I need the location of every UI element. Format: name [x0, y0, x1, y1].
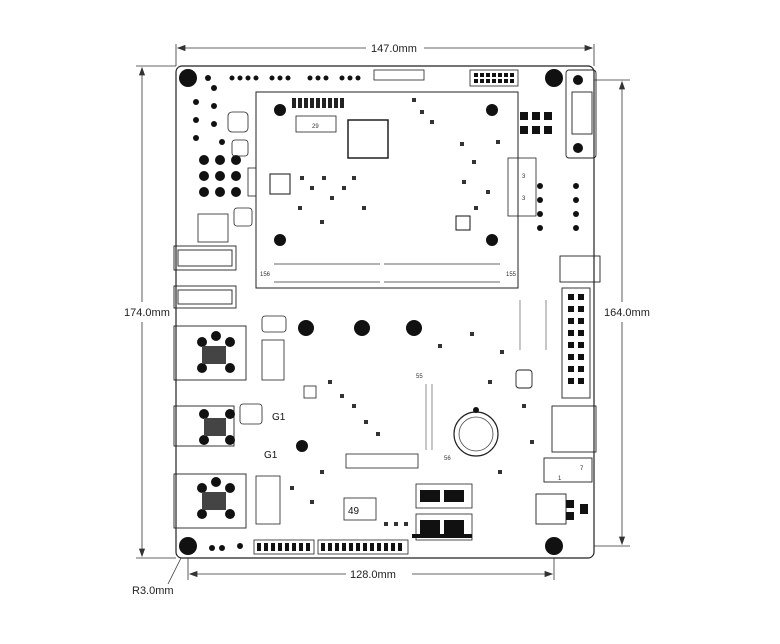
component-label-g1-lower: G1	[264, 450, 278, 461]
dimension-bottom	[187, 548, 555, 580]
dimension-bottom-label: 128.0mm	[350, 569, 396, 581]
component-label-g1-upper: G1	[272, 412, 286, 423]
vga-port	[173, 405, 235, 447]
io-connectors-left	[173, 245, 247, 529]
mounting-holes	[179, 69, 563, 555]
mounting-hole-top-left	[179, 69, 197, 87]
power-connector	[559, 255, 601, 283]
capacitors-middle	[298, 320, 422, 336]
pin-header-right	[561, 287, 591, 399]
component-label-1: 1	[558, 476, 562, 482]
component-label-49: 49	[348, 506, 360, 517]
rtc-battery	[453, 407, 499, 457]
lan-port-lower	[173, 473, 247, 529]
component-label-156: 156	[260, 272, 271, 278]
component-label-56: 56	[444, 456, 451, 462]
lan-port-upper	[173, 325, 247, 381]
mounting-hole-bottom-right	[545, 537, 563, 555]
mounting-hole-top-right	[545, 69, 563, 87]
com-module: 29 3 3 156 155	[255, 91, 537, 289]
usb-port-lower	[173, 285, 237, 309]
mounting-hole-bottom-left	[179, 537, 197, 555]
dimension-right-label: 164.0mm	[604, 307, 650, 319]
component-label-3a: 3	[522, 174, 526, 180]
component-label-7: 7	[580, 466, 584, 472]
dimension-left	[136, 65, 176, 559]
cpu-chip	[347, 119, 389, 159]
component-label-155: 155	[506, 272, 517, 278]
dimension-top-label: 147.0mm	[371, 43, 417, 55]
dimension-top	[175, 44, 595, 66]
sd-card-slot	[551, 405, 597, 453]
serial-connector	[565, 69, 597, 159]
board-outline	[175, 65, 595, 559]
dimension-left-label: 174.0mm	[124, 307, 170, 319]
usb-port-upper	[173, 245, 237, 271]
corner-radius-label: R3.0mm	[132, 585, 174, 597]
component-label-55: 55	[416, 374, 423, 380]
component-label-29: 29	[312, 124, 319, 130]
top-left-components	[193, 75, 361, 197]
dimension-right	[594, 79, 630, 547]
component-label-3b: 3	[522, 196, 526, 202]
bottom-pin-headers	[209, 539, 409, 555]
